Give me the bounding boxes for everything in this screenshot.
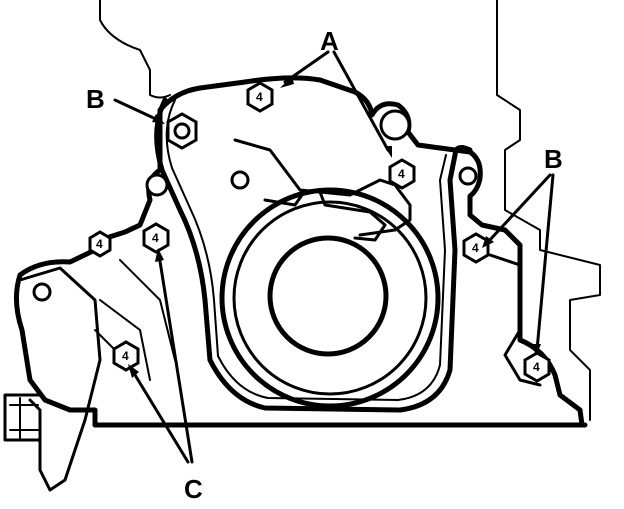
bolt-c-upper-mark: 4: [152, 231, 159, 245]
bolt-b-right-lower: 4: [523, 351, 551, 383]
bolts: 4 4 4 4 4 4 4: [88, 81, 551, 383]
leader-b-right-1-arrow: [482, 236, 494, 248]
bolt-c-lower-mark: 4: [122, 349, 129, 363]
callout-a: A: [320, 26, 339, 56]
bolt-c-upper: 4: [142, 222, 170, 254]
lug-upper-right: [379, 109, 411, 141]
callout-b-right: B: [544, 144, 563, 174]
bolt-c-lower: 4: [112, 340, 140, 372]
leader-c-2-arrow: [128, 364, 139, 378]
leader-c-2: [130, 368, 190, 464]
bolt-b-right-upper-mark: 4: [472, 241, 479, 255]
leader-b-left: [113, 98, 160, 122]
crank-seal-outer: [219, 187, 441, 409]
seal-groove-outer: [154, 97, 473, 413]
callout-c: C: [184, 474, 203, 504]
leader-b-left-arrow: [152, 114, 165, 124]
leader-c-1-arrow: [155, 248, 164, 262]
crank-bore: [267, 235, 389, 357]
leader-b-right-2: [535, 173, 555, 352]
leader-b-right-2-arrow: [532, 344, 541, 356]
leader-a-right-arrow: [384, 146, 392, 158]
lug-left: [145, 173, 169, 197]
engine-block-outline-right: [496, 0, 601, 421]
callout-b-left: B: [86, 84, 105, 114]
leader-b-right-1: [486, 173, 552, 244]
relief-boss: [263, 189, 387, 242]
bolt-b-right-upper: 4: [462, 232, 490, 264]
engine-block-outline-left: [99, 0, 171, 99]
leader-a-left-arrow: [280, 76, 294, 88]
bolt-b-left: [166, 112, 198, 150]
bolt-a-upper-mark: 4: [256, 90, 263, 104]
flange-hole: [32, 282, 52, 302]
lug-right: [458, 166, 478, 186]
bolt-b-right-lower-mark: 4: [533, 360, 540, 374]
bolt-a-lower: 4: [388, 158, 416, 190]
dowel-hole-upper: [230, 170, 250, 190]
shaft-lines: [9, 397, 39, 439]
bolt-a-upper: 4: [246, 81, 274, 113]
leader-c-1: [157, 253, 194, 464]
right-bracket: [488, 253, 542, 387]
pump-housing-edge: [233, 138, 412, 237]
crank-seal-mid: [232, 200, 428, 396]
bolt-misc-mark: 4: [96, 237, 103, 251]
shaft-stub: [3, 393, 42, 442]
leader-a-right: [332, 50, 390, 152]
seal-groove-inner: [165, 99, 447, 401]
pump-cover-outline: [14, 75, 585, 428]
bolt-a-lower-mark: 4: [398, 167, 405, 181]
bolt-misc: 4: [88, 230, 112, 258]
